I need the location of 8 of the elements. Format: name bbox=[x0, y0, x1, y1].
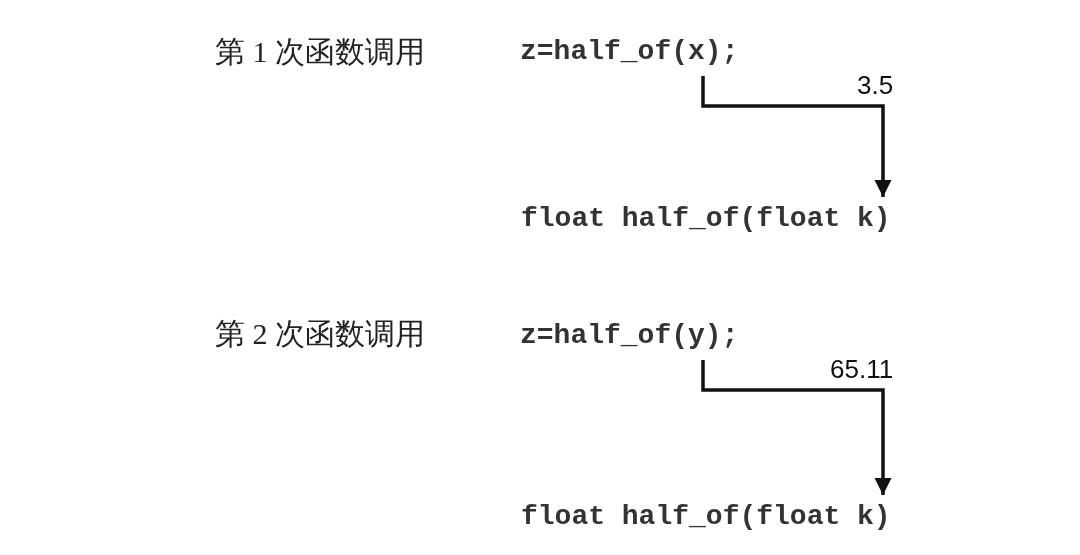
call-label: 第 2 次函数调用 bbox=[215, 316, 425, 352]
arrow bbox=[701, 76, 892, 197]
call-label: 第 1 次函数调用 bbox=[215, 34, 425, 70]
code-text: float half_of(float k) bbox=[521, 501, 891, 533]
code-text: z=half_of(y); bbox=[520, 320, 739, 352]
code-text: float half_of(float k) bbox=[521, 203, 891, 235]
arrow bbox=[701, 360, 892, 495]
code-text: z=half_of(x); bbox=[520, 36, 739, 68]
